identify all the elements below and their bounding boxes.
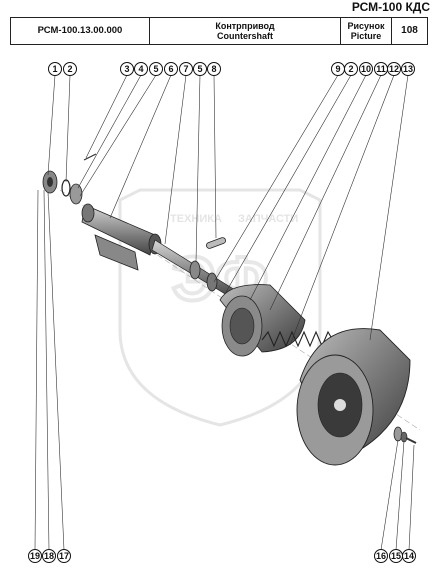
callout-1: 1 [48, 62, 62, 76]
svg-text:16: 16 [376, 551, 386, 561]
title-ru: Контрпривод [215, 21, 275, 31]
svg-text:5: 5 [153, 64, 158, 74]
model-title: РСМ-100 КДС [351, 0, 430, 14]
svg-text:15: 15 [391, 551, 401, 561]
svg-text:17: 17 [59, 551, 69, 561]
callout-14: 14 [402, 549, 416, 563]
assembly-title: Контрпривод Countershaft [150, 18, 341, 44]
svg-text:2: 2 [67, 64, 72, 74]
figure-label: Рисунок Picture [341, 18, 392, 44]
callout-19: 19 [28, 549, 42, 563]
callout-15: 15 [389, 549, 403, 563]
watermark-text-1: ТЕХНИКА [170, 213, 222, 225]
callout-2-second: 2 [344, 62, 358, 76]
callout-11: 11 [374, 62, 388, 76]
callout-6: 6 [164, 62, 178, 76]
pin-part [83, 153, 97, 161]
figure-number: 108 [401, 25, 418, 36]
svg-text:12: 12 [389, 64, 399, 74]
svg-text:8: 8 [211, 64, 216, 74]
callout-18: 18 [42, 549, 56, 563]
callout-4: 4 [134, 62, 148, 76]
leader-lines [34, 74, 415, 551]
svg-text:7: 7 [183, 64, 188, 74]
part-code: РСМ-100.13.00.000 [11, 18, 150, 44]
callout-2: 2 [63, 62, 77, 76]
svg-text:14: 14 [404, 551, 414, 561]
svg-text:4: 4 [138, 64, 143, 74]
callout-7: 7 [179, 62, 193, 76]
callout-5: 5 [149, 62, 163, 76]
svg-text:1: 1 [52, 64, 57, 74]
figure-label-en: Picture [350, 31, 382, 41]
figure-label-ru: Рисунок [347, 21, 385, 31]
svg-text:18: 18 [44, 551, 54, 561]
svg-text:3: 3 [124, 64, 129, 74]
svg-text:9: 9 [335, 64, 340, 74]
bolt-part [393, 426, 417, 444]
large-pulley [296, 328, 411, 466]
title-block: РСМ-100.13.00.000 Контрпривод Countersha… [10, 17, 428, 45]
callout-10: 10 [359, 62, 373, 76]
callout-16: 16 [374, 549, 388, 563]
svg-text:5: 5 [197, 64, 202, 74]
title-en: Countershaft [217, 31, 273, 41]
svg-text:2: 2 [348, 64, 353, 74]
key-part [206, 237, 226, 249]
callout-8: 8 [207, 62, 221, 76]
callout-3: 3 [120, 62, 134, 76]
callout-5-second: 5 [193, 62, 207, 76]
bearing-part [69, 183, 83, 205]
callout-9: 9 [331, 62, 345, 76]
collar-part [189, 260, 201, 280]
svg-text:13: 13 [403, 64, 413, 74]
sprocket-part [42, 170, 58, 194]
svg-text:6: 6 [168, 64, 173, 74]
collar-part-2 [206, 272, 218, 292]
washer-part [61, 179, 71, 197]
svg-text:10: 10 [361, 64, 371, 74]
svg-text:11: 11 [376, 64, 386, 74]
callout-12: 12 [387, 62, 401, 76]
callout-13: 13 [401, 62, 415, 76]
svg-text:19: 19 [30, 551, 40, 561]
small-pulley [219, 284, 306, 357]
callout-17: 17 [57, 549, 71, 563]
